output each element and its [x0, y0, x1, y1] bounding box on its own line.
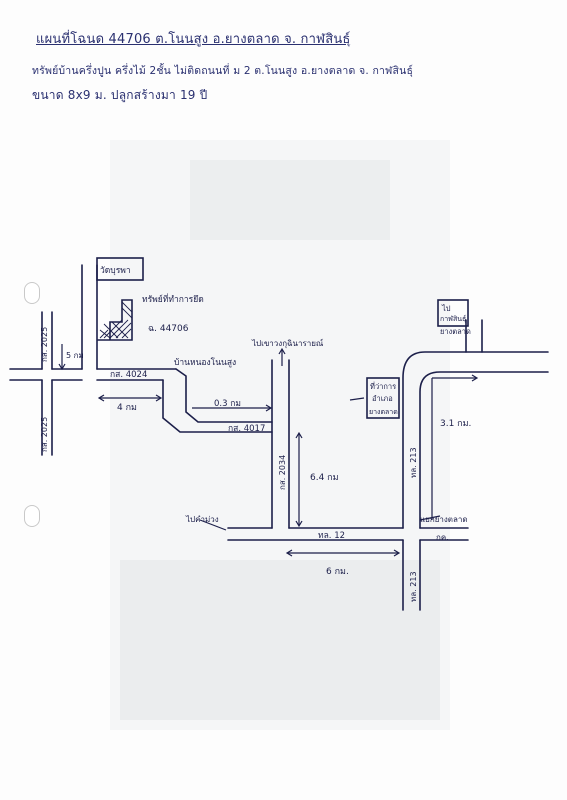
bleed-through-roof: [190, 160, 390, 240]
label-to-khamuang: ไปคำม่วง: [185, 515, 219, 524]
road-4024-curve-outer: [175, 368, 273, 423]
label-sign-2: กาฬสินธุ์: [440, 315, 466, 323]
label-village-nonsung: บ้านหนองโนนสูง: [174, 357, 236, 368]
label-dist-6-4: 6.4 กม: [310, 473, 339, 483]
header-line-1: แผนที่โฉนด 44706 ต.โนนสูง อ.ยางตลาด จ. ก…: [36, 32, 351, 47]
arrow-to-yangtalat: [419, 515, 441, 521]
label-sign-1: ไป: [441, 304, 451, 313]
label-road-4017: กส. 4017: [228, 424, 265, 434]
label-dist-0-5: 5 กม: [66, 351, 84, 360]
label-road-2025-upper: กส. 2025: [40, 327, 49, 362]
label-dist-0-3: 0.3 กม: [214, 399, 241, 409]
label-dist-4km: 4 กม: [117, 403, 137, 413]
header-line-3: ขนาด 8x9 ม. ปลูกสร้างมา 19 ปี: [32, 88, 208, 102]
label-sign-3: ยางตลาด: [440, 327, 471, 336]
punch-hole-bottom: [24, 505, 40, 527]
label-road-2034: กส. 2034: [278, 455, 287, 490]
label-road-213-south: ทล. 213: [409, 571, 418, 602]
arrow-office: [349, 397, 365, 401]
label-road-2025-lower: กส. 2025: [40, 417, 49, 452]
header-line-2: ทรัพย์บ้านครึ่งปูน ครึ่งไม้ 2ชั้น ไม่ติด…: [32, 65, 414, 77]
label-temple: วัดบุรพา: [100, 266, 131, 276]
label-to-khaowong: ไปเขาวงกุฉินารายณ์: [251, 338, 324, 348]
label-to-yangtalat: แยกยางตลาด: [420, 515, 468, 524]
label-office-3: ยางตลาด: [369, 408, 398, 416]
junction-sign-box: [437, 299, 469, 327]
label-road-213-north: ทล. 213: [409, 447, 418, 478]
road-213-right-edge: [419, 371, 549, 529]
label-dist-6km: 6 กม.: [326, 567, 349, 577]
district-office-box: [366, 377, 400, 419]
road-4024-curve-inner: [162, 379, 273, 433]
label-road-4024: กส. 4024: [110, 370, 147, 380]
property-hatch: [99, 301, 133, 339]
temple-box: [96, 257, 144, 281]
label-road-ka: กค.: [436, 533, 449, 542]
label-dist-3-1: 3.1 กม.: [440, 419, 471, 429]
label-office-2: อำเภอ: [372, 394, 393, 403]
label-property: ทรัพย์ที่ทำการยึด: [142, 293, 204, 305]
label-office-1: ที่ว่าการ: [370, 381, 396, 391]
bleed-through-lower: [120, 560, 440, 720]
dim-arrow-31: [431, 377, 476, 520]
label-deed-no: ฉ. 44706: [148, 324, 189, 334]
property-marker-outline: [97, 299, 133, 341]
arrow-to-khamuang: [199, 519, 227, 531]
punch-hole-top: [24, 282, 40, 304]
label-road-12: ทล. 12: [318, 531, 345, 541]
road-213-left-edge: [402, 351, 549, 529]
